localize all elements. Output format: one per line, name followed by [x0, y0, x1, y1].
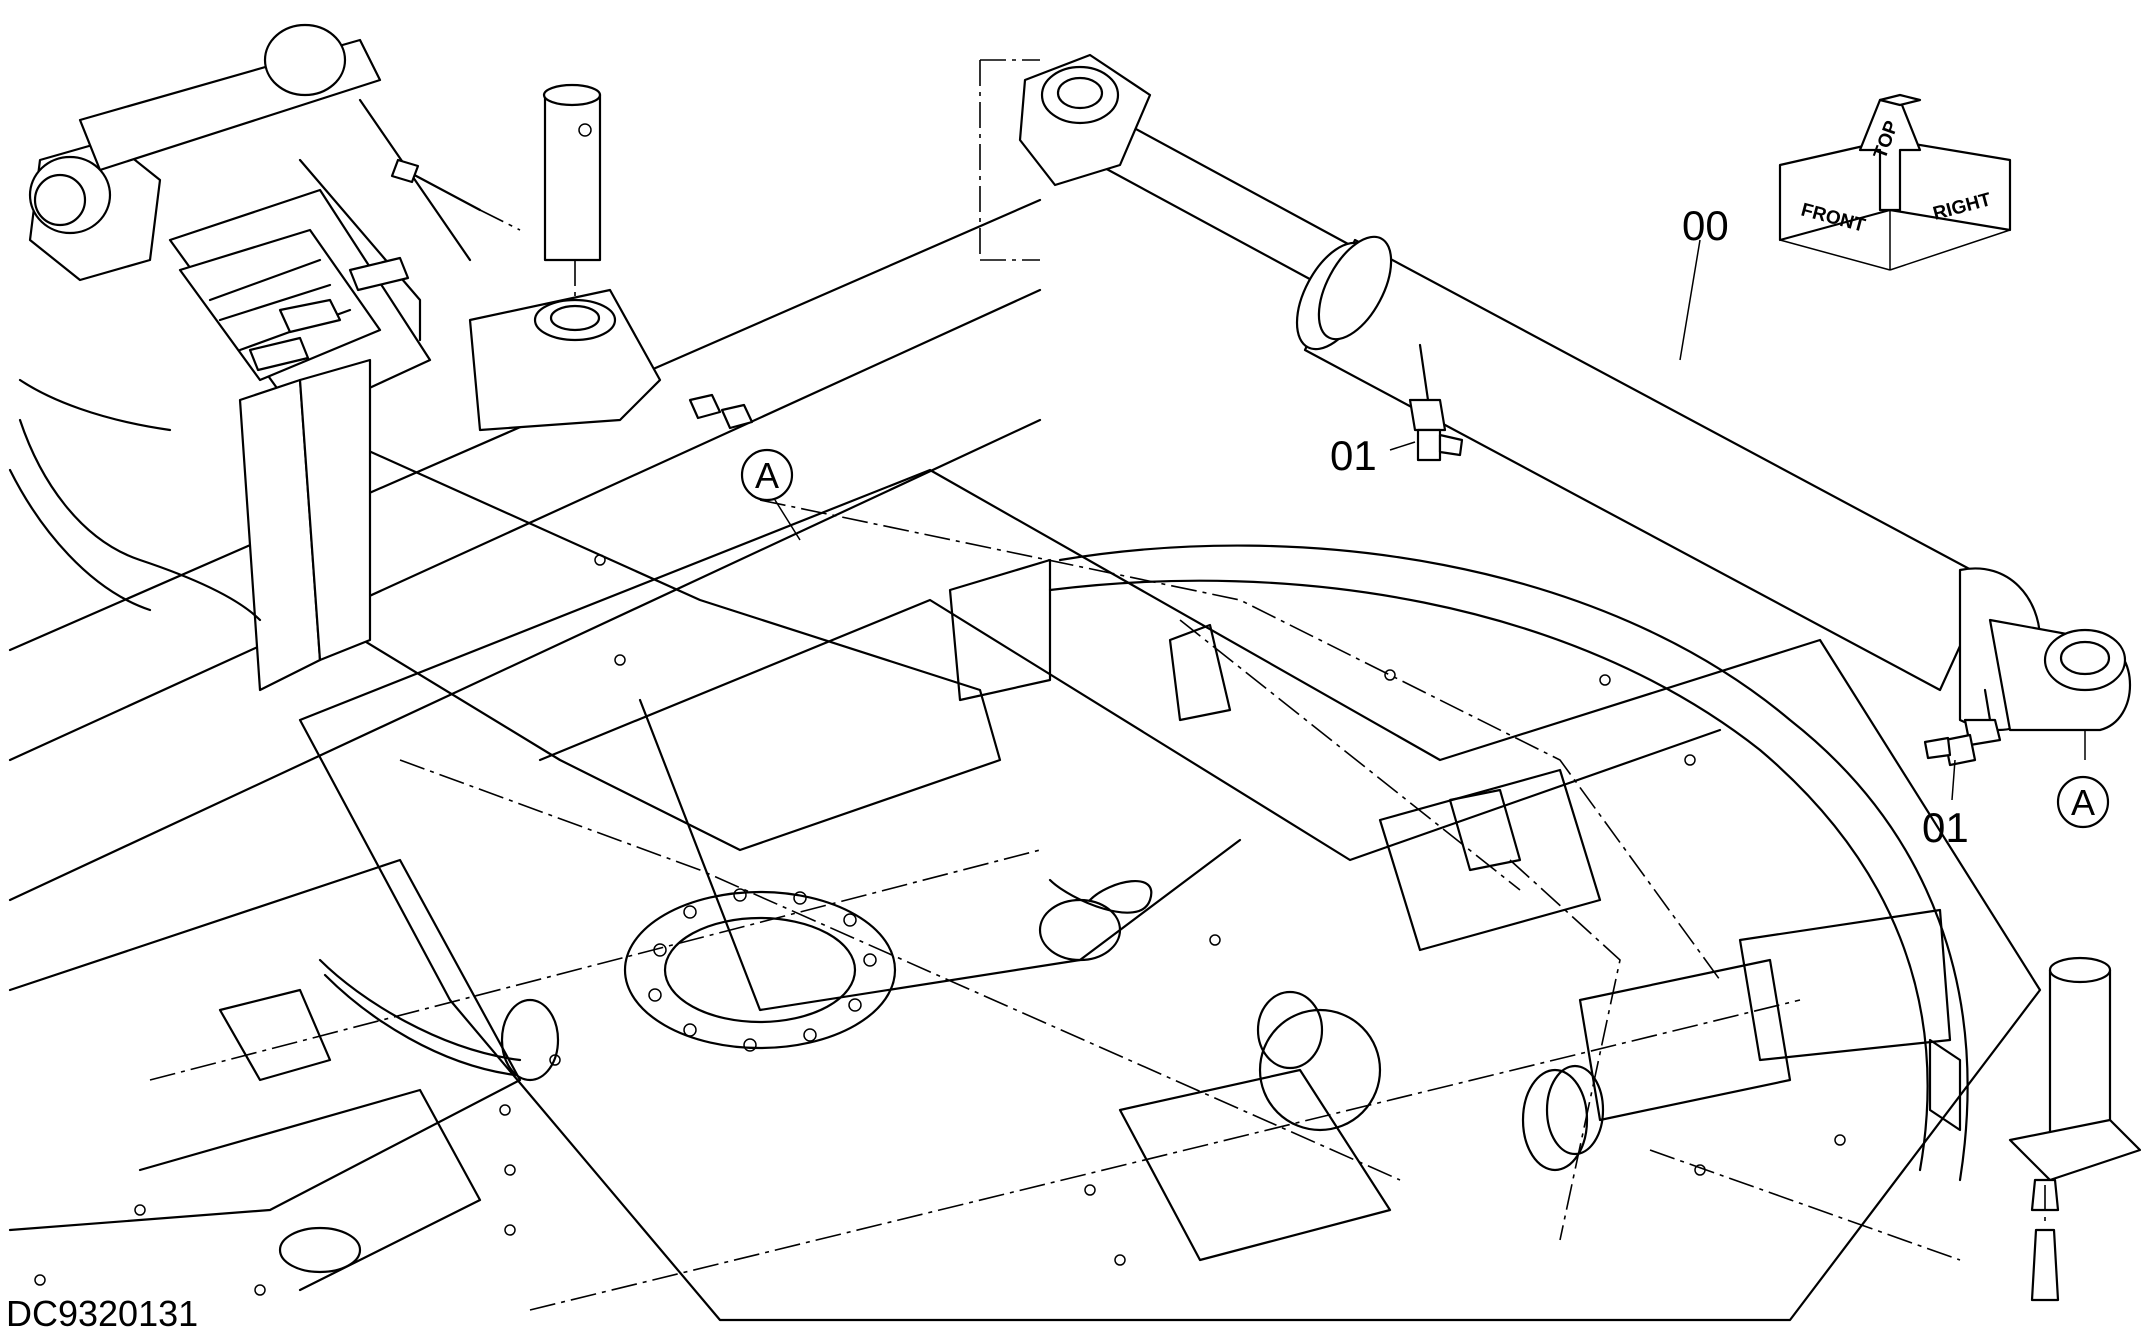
reference-marker-circle: [2056, 775, 2110, 829]
reference-markers: A A: [740, 448, 2110, 829]
part-callouts: 00 01 01: [1330, 202, 1969, 851]
right-pin-assembly: [2008, 956, 2141, 1302]
hydraulic-cylinder: [1018, 53, 2131, 801]
swing-bracket-assembly: [8, 23, 754, 692]
reference-marker-a-left: A: [755, 455, 779, 496]
orientation-indicator: FRONT TOP RIGHT: [1778, 93, 2012, 271]
callout-01-upper: 01: [1330, 432, 1377, 479]
reference-marker-circle: [740, 448, 794, 502]
phantom-lines: [149, 59, 1961, 1311]
callout-01-lower: 01: [1922, 804, 1969, 851]
callout-00: 00: [1682, 202, 1729, 249]
upper-frame-structure: [8, 198, 2042, 1322]
reference-marker-a-right: A: [2071, 782, 2095, 823]
drawing-id: DC9320131: [6, 1293, 198, 1334]
